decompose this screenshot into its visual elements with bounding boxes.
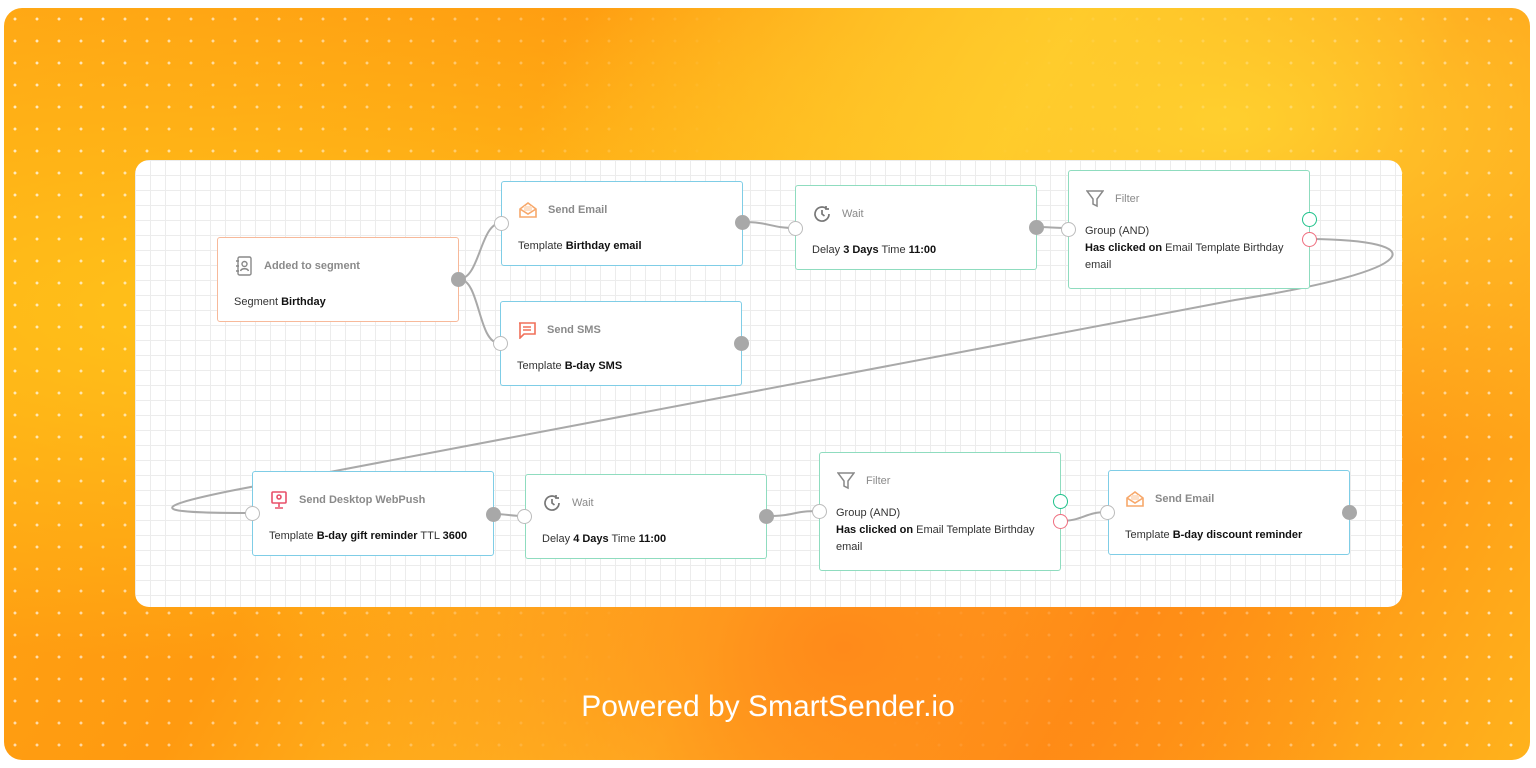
filter-icon <box>836 471 856 491</box>
node-wait[interactable]: Wait Delay 3 Days Time 11:00 <box>788 185 1044 270</box>
output-port[interactable] <box>735 215 750 230</box>
node-body: Delay 3 Days Time 11:00 <box>812 244 937 256</box>
node-body: Template Birthday email <box>518 240 642 252</box>
node-send-email[interactable]: Send Email Template Birthday email <box>494 181 750 266</box>
input-port[interactable] <box>812 504 827 519</box>
envelope-open-icon <box>1125 489 1145 509</box>
output-port[interactable] <box>486 507 501 522</box>
workflow-canvas[interactable]: Added to segment Segment Birthday Send E… <box>135 160 1402 607</box>
input-port[interactable] <box>493 336 508 351</box>
node-body: Delay 4 Days Time 11:00 <box>542 533 667 545</box>
input-port[interactable] <box>245 506 260 521</box>
input-port[interactable] <box>1100 505 1115 520</box>
input-port[interactable] <box>494 216 509 231</box>
envelope-open-icon <box>518 200 538 220</box>
node-title: Filter <box>1115 193 1140 205</box>
node-send-email-2[interactable]: Send Email Template B-day discount remin… <box>1100 470 1357 555</box>
desktop-push-icon <box>269 490 289 510</box>
chat-message-icon <box>517 320 537 340</box>
node-body: Segment Birthday <box>234 296 326 308</box>
clock-icon <box>812 204 832 224</box>
node-body: Group (AND)Has clicked on Email Template… <box>836 507 1035 553</box>
node-title: Added to segment <box>264 260 360 272</box>
node-title: Send Desktop WebPush <box>299 494 426 506</box>
node-send-webpush[interactable]: Send Desktop WebPush Template B-day gift… <box>245 471 501 556</box>
no-output-port[interactable] <box>1053 514 1068 529</box>
clock-icon <box>542 493 562 513</box>
node-body: Template B-day gift reminder TTL 3600 <box>269 530 468 542</box>
yes-output-port[interactable] <box>1053 494 1068 509</box>
node-wait-2[interactable]: Wait Delay 4 Days Time 11:00 <box>517 474 774 559</box>
node-body: Group (AND)Has clicked on Email Template… <box>1085 225 1284 271</box>
contact-book-icon <box>234 256 254 276</box>
node-body: Template B-day SMS <box>517 360 623 372</box>
node-title: Wait <box>572 497 594 509</box>
yes-output-port[interactable] <box>1302 212 1317 227</box>
connector <box>458 278 500 344</box>
node-title: Send SMS <box>547 324 601 336</box>
node-title: Wait <box>842 208 864 220</box>
connector <box>458 222 502 280</box>
node-title: Send Email <box>548 204 608 216</box>
output-port[interactable] <box>759 509 774 524</box>
node-title: Filter <box>866 475 891 487</box>
node-filter[interactable]: Filter Group (AND)Has clicked on Email T… <box>1061 170 1317 289</box>
node-filter-2[interactable]: Filter Group (AND)Has clicked on Email T… <box>812 452 1068 571</box>
output-port[interactable] <box>1029 220 1044 235</box>
connector <box>171 238 1394 514</box>
no-output-port[interactable] <box>1302 232 1317 247</box>
node-body: Template B-day discount reminder <box>1125 529 1303 541</box>
node-send-sms[interactable]: Send SMS Template B-day SMS <box>493 301 749 386</box>
output-port[interactable] <box>1342 505 1357 520</box>
powered-by-text: Powered by SmartSender.io <box>581 690 955 723</box>
input-port[interactable] <box>1061 222 1076 237</box>
output-port[interactable] <box>451 272 466 287</box>
output-port[interactable] <box>734 336 749 351</box>
input-port[interactable] <box>517 509 532 524</box>
node-title: Send Email <box>1155 493 1215 505</box>
input-port[interactable] <box>788 221 803 236</box>
filter-icon <box>1085 189 1105 209</box>
node-added-to-segment[interactable]: Added to segment Segment Birthday <box>217 237 466 322</box>
